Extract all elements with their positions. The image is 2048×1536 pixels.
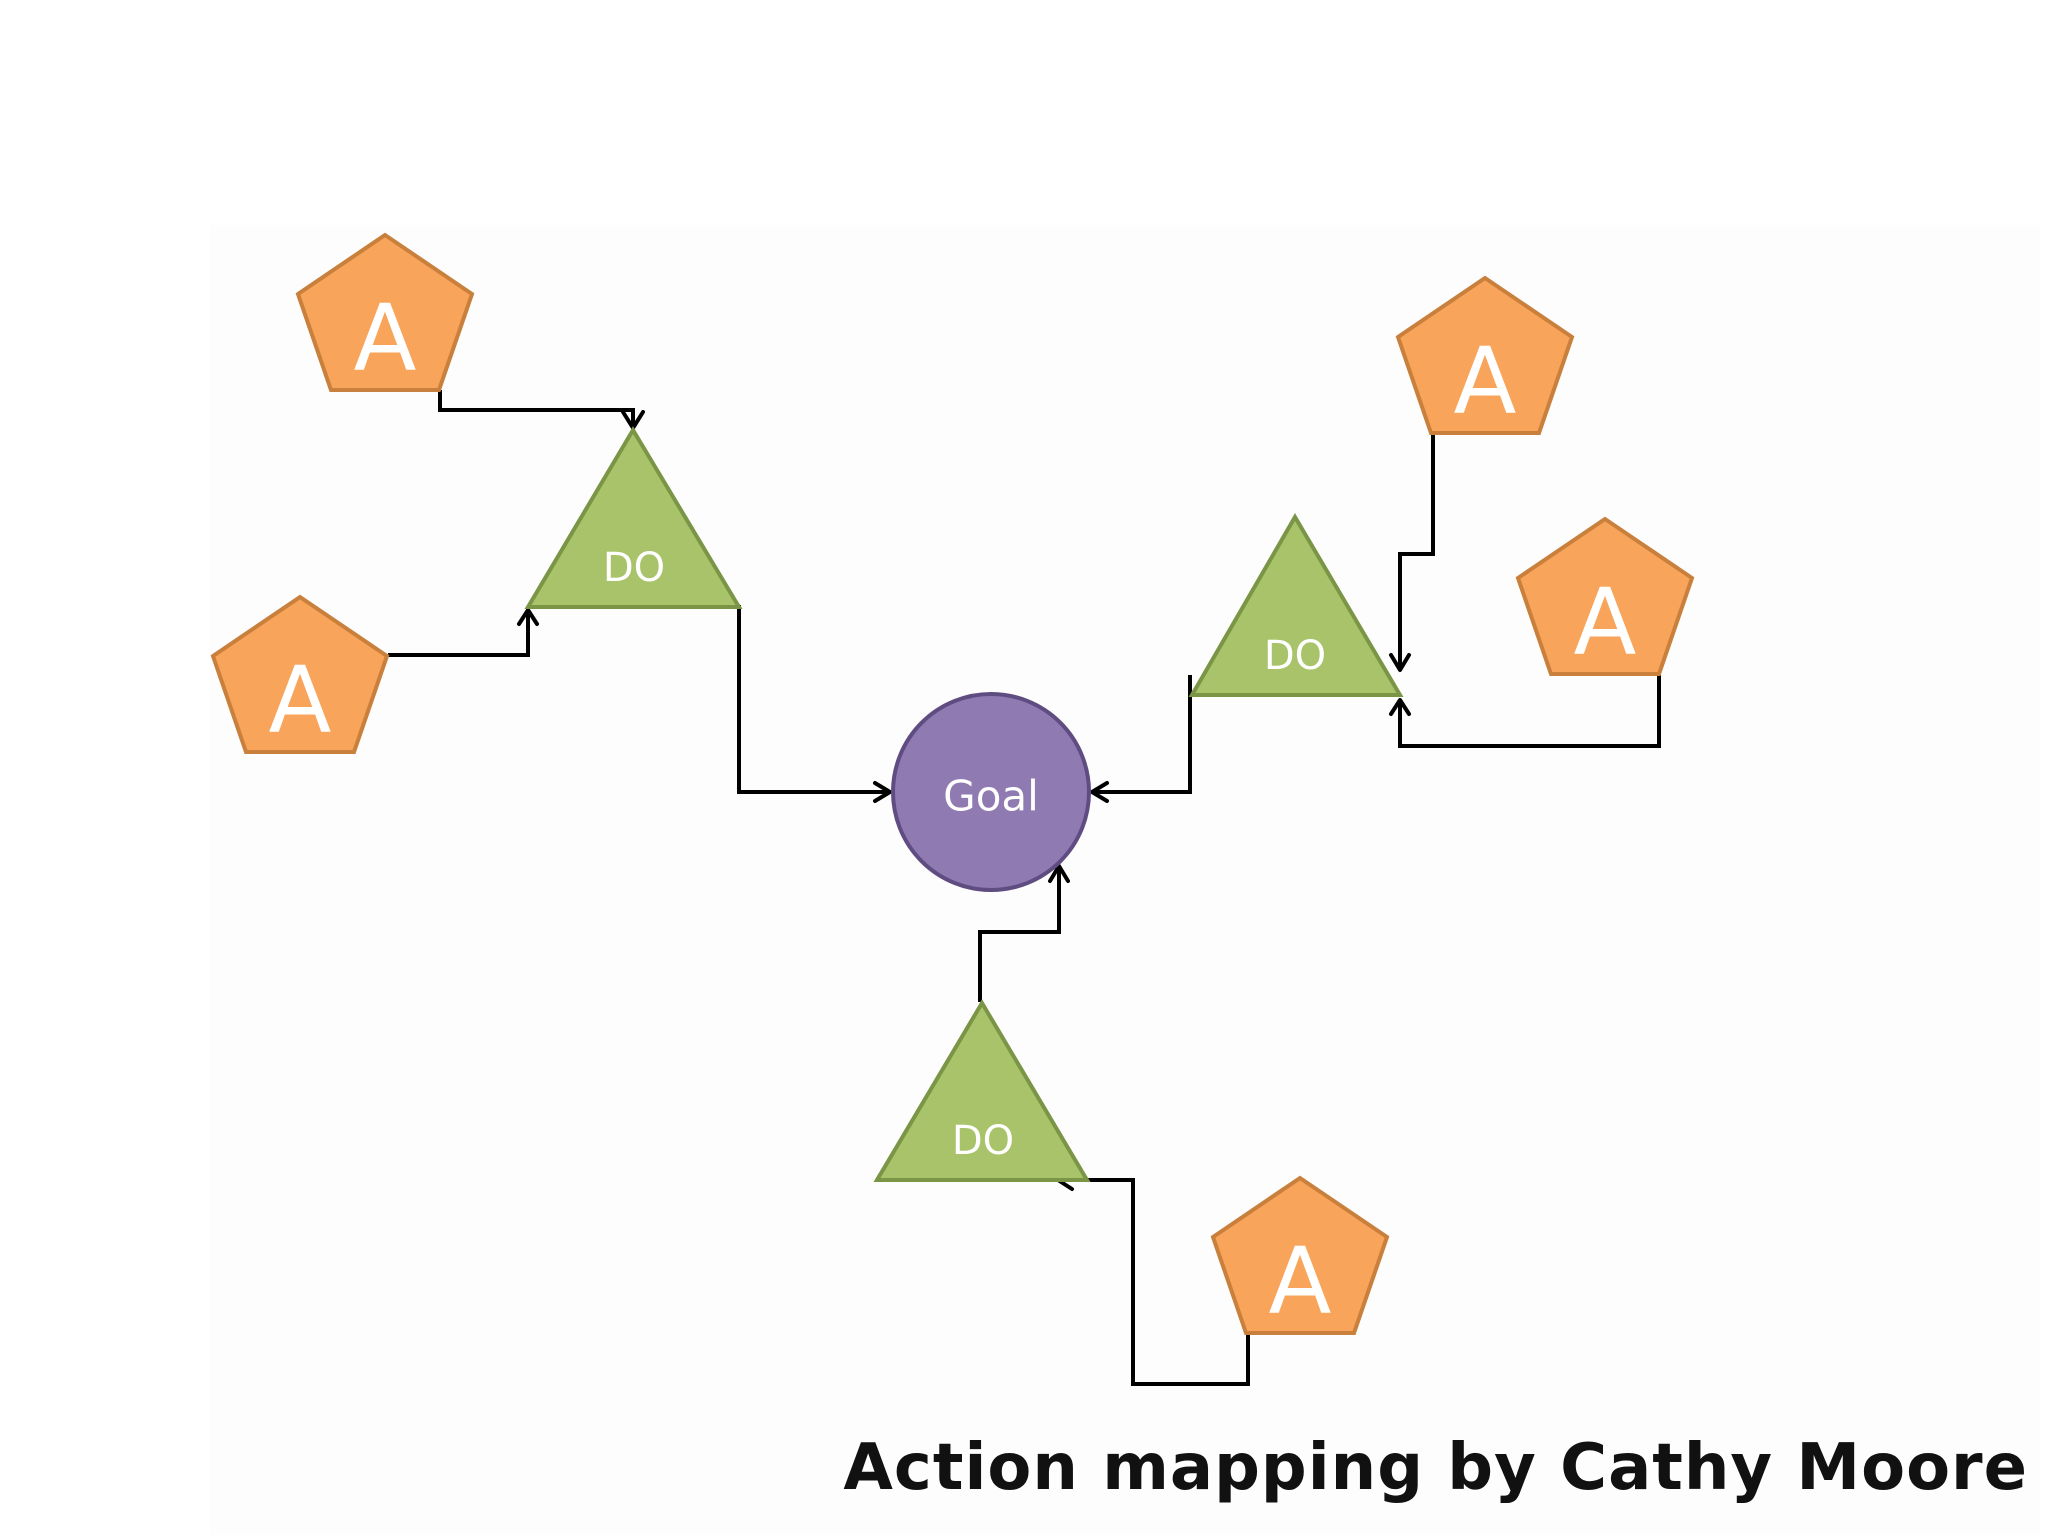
connector-a2-to-do-left [388,610,530,657]
connector-do-right-to-goal [1092,675,1192,794]
action-pentagon [1515,516,1695,676]
action-label: A [1454,328,1517,435]
do-node: DO [873,999,1091,1182]
action-pentagon [210,594,390,754]
connector-do-left-to-goal [737,605,890,794]
action-pentagon [1210,1175,1390,1335]
arrowhead-goal-right [1090,781,1109,803]
connector-a5-to-do-bottom [1058,1178,1250,1386]
connector-a1-to-do-left [438,390,635,428]
action-label: A [269,647,332,754]
do-label: DO [1264,633,1326,679]
connector-a3-to-do-right [1398,434,1435,670]
arrowhead-do-right-bottom [1389,698,1411,716]
action-node: A [295,232,475,392]
do-triangle [524,426,743,609]
do-triangle [873,999,1091,1182]
action-label: A [1269,1228,1332,1335]
diagram-caption: Action mapping by Cathy Moore [843,1431,2028,1505]
action-node: A [1210,1175,1390,1335]
do-triangle [1188,513,1404,697]
connector-do-bottom-to-goal [978,866,1061,1002]
do-label: DO [603,545,665,591]
connectors [388,390,1661,1386]
do-node: DO [524,426,743,609]
action-label: A [354,285,417,392]
connector-a4-to-do-right [1398,675,1661,748]
action-node: A [1395,275,1575,435]
action-label: A [1574,569,1637,676]
action-pentagon [295,232,475,392]
arrowhead-do-right-top [1389,653,1411,672]
canvas-background [210,225,2040,1535]
arrowhead-goal-left [873,781,892,803]
action-pentagon [1395,275,1575,435]
do-node: DO [1188,513,1404,697]
arrowhead-do-left-bottom [517,608,539,626]
arrowhead-goal-bottom [1048,864,1070,883]
action-node: A [1515,516,1695,676]
action-node: A [210,594,390,754]
goal-circle [891,692,1091,892]
goal-label: Goal [943,772,1039,821]
do-label: DO [952,1118,1014,1164]
goal-node: Goal [891,692,1091,892]
